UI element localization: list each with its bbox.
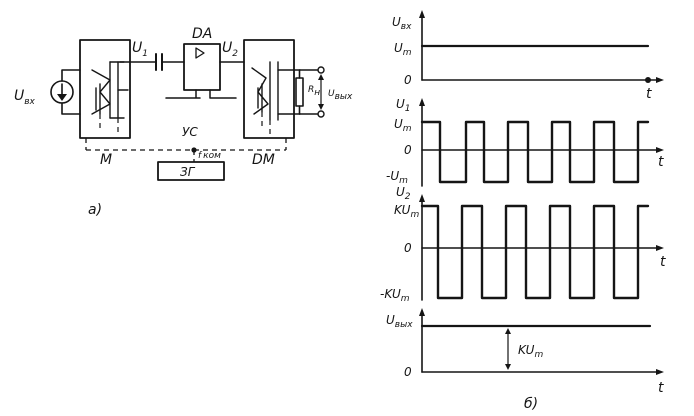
generator-label: ЗГ bbox=[180, 165, 196, 179]
plot-u1 bbox=[419, 98, 664, 187]
input-voltage-label: Uвх bbox=[14, 88, 36, 107]
plot3-time-label: t bbox=[660, 254, 666, 270]
plot4-amplitude-label: KUm bbox=[518, 343, 543, 360]
plot3-y-label: U2 bbox=[396, 185, 411, 202]
input-source bbox=[50, 69, 81, 115]
plot3-bottom-label: -KUm bbox=[380, 287, 410, 304]
plot-output bbox=[419, 308, 664, 375]
u2-square-wave bbox=[420, 204, 650, 300]
demodulator-block bbox=[243, 39, 301, 139]
load-label: Rн bbox=[308, 85, 320, 98]
plot2-top-label: Um bbox=[394, 117, 412, 134]
plot2-zero-label: 0 bbox=[404, 143, 412, 157]
circuit-caption: а) bbox=[88, 202, 102, 218]
plot3-zero-label: 0 bbox=[404, 241, 412, 255]
plot4-time-label: t bbox=[658, 380, 664, 396]
timing-graphs: Uвх Um 0 t U1 Um 0 -Um t U2 KUm 0 -KUm t bbox=[380, 10, 666, 412]
plot-input bbox=[419, 10, 664, 83]
circuit-a: Uвх M U1 DA U2 bbox=[14, 26, 353, 218]
plot1-y-label: Uвх bbox=[392, 15, 412, 32]
u1-square-wave bbox=[420, 120, 650, 184]
plot1-time-label: t bbox=[646, 86, 652, 102]
amplifier-label: DA bbox=[192, 26, 212, 42]
plot2-y-label: U1 bbox=[396, 97, 411, 114]
plot1-level-label: Um bbox=[394, 41, 412, 58]
u2-label: U2 bbox=[222, 40, 238, 59]
control-circuit bbox=[85, 138, 287, 162]
load-resistor bbox=[295, 69, 304, 115]
output-terminal-top bbox=[317, 66, 325, 74]
plot4-zero-label: 0 bbox=[404, 365, 412, 379]
plot-u2 bbox=[419, 194, 664, 301]
modulator-label: M bbox=[100, 152, 112, 168]
generator-block bbox=[157, 161, 225, 181]
amplifier-block bbox=[165, 43, 237, 99]
plot3-top-label: KUm bbox=[394, 203, 419, 220]
plot4-y-label: Uвых bbox=[386, 313, 413, 330]
plot1-zero-label: 0 bbox=[404, 73, 412, 87]
output-voltage-label: Uвых bbox=[328, 89, 353, 102]
u1-label: U1 bbox=[132, 40, 148, 59]
plot2-time-label: t bbox=[658, 154, 664, 170]
demodulator-label: DM bbox=[252, 152, 275, 168]
coupling-capacitor bbox=[155, 53, 163, 71]
graphs-caption: б) bbox=[524, 396, 538, 412]
modulator-block bbox=[79, 39, 131, 139]
output-terminal-bottom bbox=[317, 110, 325, 118]
plot2-bottom-label: -Um bbox=[386, 169, 408, 186]
control-label: УС bbox=[182, 125, 198, 139]
